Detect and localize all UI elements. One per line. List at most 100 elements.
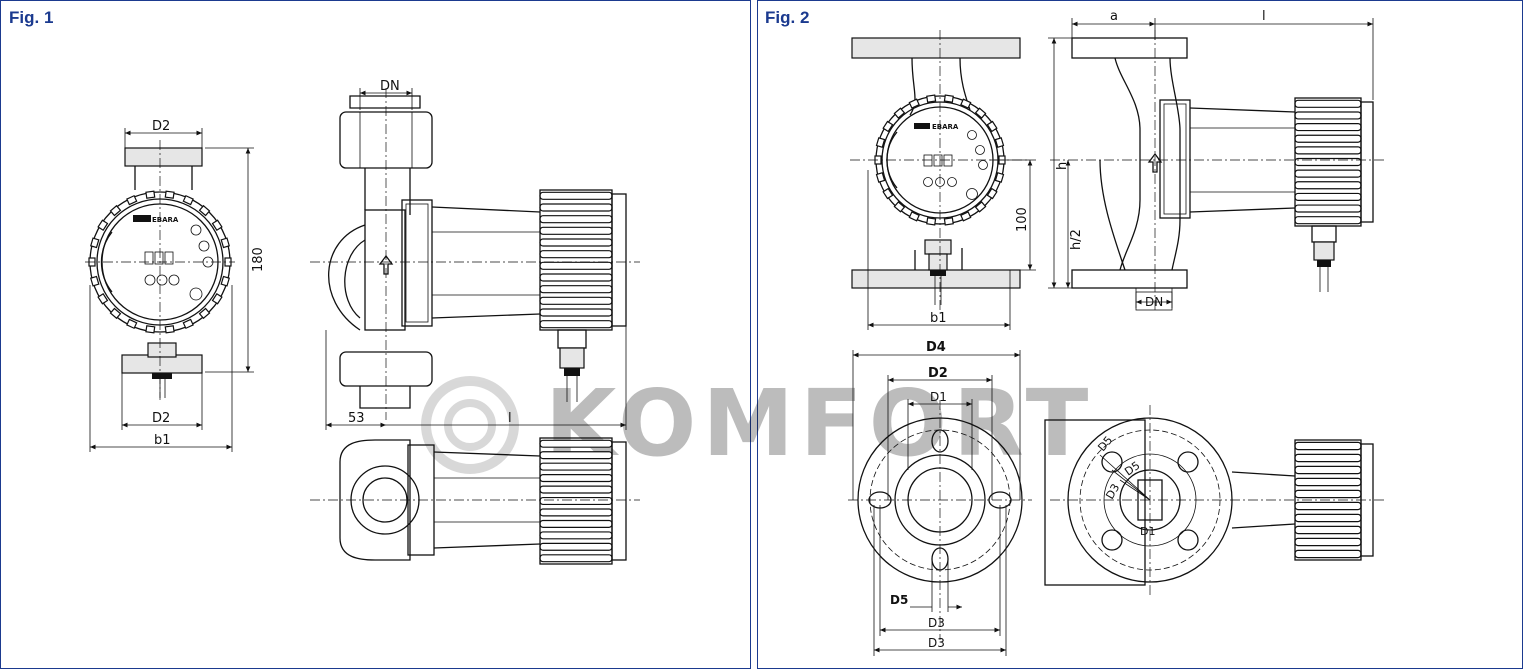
- cooling-fin: [1294, 146, 1362, 155]
- gear-tooth: [908, 211, 920, 222]
- fig2-dim-d4: D4: [926, 340, 946, 355]
- fig2-dim-d1: D1: [930, 390, 947, 404]
- gear-tooth: [97, 292, 109, 305]
- gear-tooth: [926, 217, 937, 226]
- fig2-dim-100: 100: [1015, 207, 1030, 232]
- cooling-fin: [1294, 501, 1362, 511]
- cooling-fin: [539, 226, 613, 235]
- cooling-fin: [539, 215, 613, 224]
- gear-tooth: [145, 190, 156, 199]
- fig2-dim-b1: b1: [930, 311, 947, 326]
- gear-tooth: [126, 194, 138, 206]
- gear-tooth: [875, 137, 886, 148]
- cooling-fin: [539, 508, 613, 517]
- fig1-dim-d2-bottom: D2: [152, 411, 170, 426]
- cooling-fin: [539, 485, 613, 494]
- fig1-dim-l: l: [508, 411, 512, 426]
- cooling-fin: [539, 273, 613, 282]
- gear-tooth: [943, 217, 954, 226]
- gear-tooth: [986, 187, 998, 200]
- gear-tooth: [109, 307, 122, 320]
- fig2-dim-a: a: [1110, 9, 1118, 24]
- gear-tooth: [198, 204, 211, 217]
- cooling-fin: [1294, 453, 1362, 463]
- fig2-front-view: EBARA 100 b1: [850, 30, 1036, 330]
- fig2-brand: EBARA: [932, 123, 959, 131]
- cooling-fin: [539, 296, 613, 305]
- fig2-dim-d3-lower: D3: [928, 636, 945, 650]
- gear-tooth: [220, 237, 230, 249]
- cooling-fin: [1294, 181, 1362, 190]
- gear-tooth: [145, 325, 156, 334]
- gear-tooth: [90, 275, 100, 287]
- cooling-fin: [1294, 169, 1362, 178]
- fig2-dim-d5-right-b: D5: [1122, 459, 1142, 479]
- gear-tooth: [211, 219, 223, 232]
- gear-tooth: [875, 172, 886, 183]
- fig1-dim-dn: DN: [380, 79, 400, 94]
- gear-tooth: [960, 211, 972, 222]
- gear-tooth: [164, 325, 175, 334]
- fig1-dim-180: 180: [251, 247, 266, 272]
- fig2-flange-view: D4 D2 D1 D5 D3 D3: [848, 340, 1032, 656]
- gear-tooth: [882, 187, 894, 200]
- cooling-fin: [1294, 489, 1362, 499]
- watermark-text: KOMFORT: [545, 370, 1094, 477]
- gear-tooth: [164, 190, 175, 199]
- cooling-fin: [1294, 157, 1362, 167]
- gear-tooth: [90, 237, 100, 249]
- gear-tooth: [960, 98, 972, 109]
- fig1-front-view: EBARA D2 D2 b1 180: [85, 119, 266, 452]
- cooling-fin: [539, 261, 613, 270]
- gear-tooth: [882, 120, 894, 133]
- fig2-side-view: a l h h/2 DN: [1048, 9, 1385, 311]
- cooling-fin: [539, 531, 613, 540]
- gear-tooth: [97, 219, 109, 232]
- gear-tooth: [211, 292, 223, 305]
- cooling-fin: [539, 519, 613, 528]
- watermark: KOMFORT: [421, 370, 1094, 477]
- gear-tooth: [926, 94, 937, 103]
- fig2-dim-l: l: [1262, 9, 1266, 24]
- fig1-label: Fig. 1: [9, 8, 54, 27]
- cooling-fin: [1294, 441, 1362, 451]
- fig1-bottom-view: [310, 437, 640, 565]
- fig1-dim-d2-top: D2: [152, 119, 170, 134]
- cooling-fin: [1294, 99, 1362, 108]
- cooling-fin: [1294, 216, 1362, 225]
- fig1-side-view: DN 53 l: [310, 79, 640, 430]
- gear-tooth: [198, 307, 211, 320]
- fig2-panel: [757, 0, 1523, 669]
- cooling-fin: [1294, 204, 1362, 213]
- cooling-fin: [539, 462, 613, 471]
- cooling-fin: [1294, 111, 1362, 120]
- cooling-fin: [1294, 122, 1362, 132]
- cooling-fin: [1294, 537, 1362, 547]
- cooling-fin: [539, 496, 613, 506]
- gear-tooth: [986, 120, 998, 133]
- cooling-fin: [539, 474, 613, 483]
- gear-tooth: [220, 275, 230, 287]
- cooling-fin: [1294, 549, 1362, 559]
- cooling-fin: [539, 238, 613, 247]
- fig2-dim-h: h: [1055, 162, 1070, 170]
- gear-tooth: [974, 107, 987, 119]
- gear-tooth: [109, 204, 122, 217]
- fig2-dim-d3-upper: D3: [928, 616, 945, 630]
- cooling-fin: [539, 285, 613, 294]
- cooling-fin: [1294, 513, 1362, 523]
- cooling-fin: [1294, 477, 1362, 487]
- cooling-fin: [1294, 465, 1362, 475]
- cooling-fin: [539, 554, 613, 563]
- fig2-dim-h-half: h/2: [1069, 229, 1084, 250]
- fig1-brand: EBARA: [152, 216, 179, 224]
- cooling-fin: [1294, 192, 1362, 202]
- cooling-fin: [539, 191, 613, 200]
- fig2-dim-d1-right: D1: [1140, 525, 1155, 538]
- gear-tooth: [893, 201, 906, 213]
- cooling-fin: [539, 308, 613, 317]
- gear-tooth: [994, 137, 1005, 148]
- gear-tooth: [893, 107, 906, 119]
- cooling-fin: [539, 542, 613, 551]
- fig1-dim-53: 53: [348, 411, 365, 426]
